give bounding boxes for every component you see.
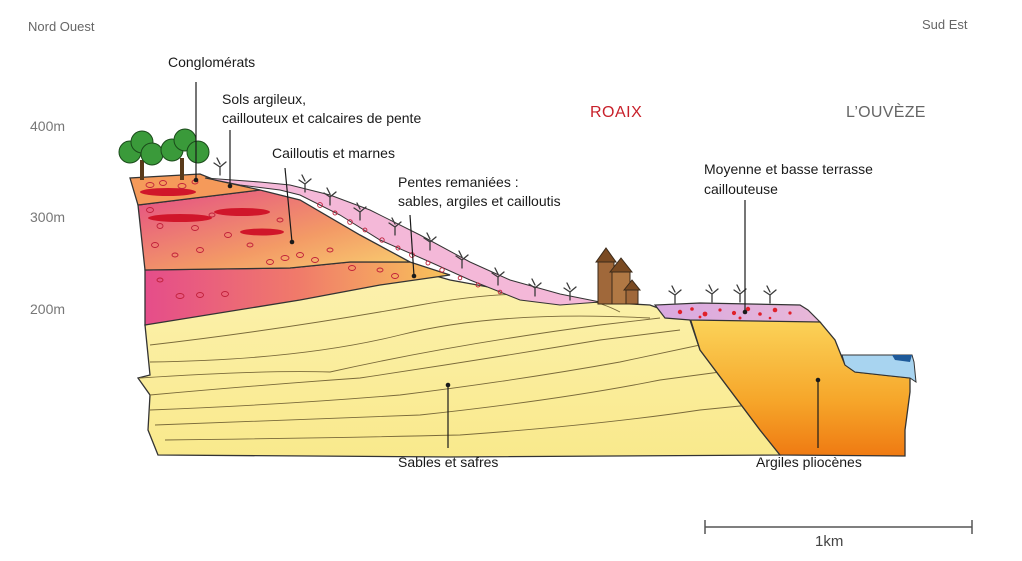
argiles-pliocenes-layer bbox=[689, 317, 911, 457]
pentes-remaniees-layer bbox=[204, 177, 601, 306]
terrace-gravels bbox=[677, 306, 792, 320]
slope-gravels bbox=[317, 202, 503, 295]
label-cailloutis: Cailloutis et marnes bbox=[272, 145, 395, 161]
label-sables: Sables et safres bbox=[398, 454, 499, 470]
place-roaix: ROAIX bbox=[590, 104, 643, 121]
elevation-300m: 300m bbox=[30, 209, 66, 225]
scale-bar bbox=[704, 520, 973, 534]
trees bbox=[118, 128, 210, 180]
orientation-right: Sud Est bbox=[922, 17, 968, 32]
sand-strata-lines bbox=[139, 293, 751, 441]
terrasse-layer bbox=[653, 302, 822, 323]
vines bbox=[213, 157, 777, 304]
label-terrasse-line1: Moyenne et basse terrasse bbox=[704, 161, 873, 177]
pebbles bbox=[145, 179, 399, 299]
label-pentes-line1: Pentes remaniées : bbox=[398, 174, 519, 190]
leader-dots bbox=[193, 177, 821, 388]
label-conglomerats: Conglomérats bbox=[168, 54, 256, 70]
scale-label: 1km bbox=[815, 533, 844, 550]
red-lenses bbox=[140, 188, 284, 236]
river-bank-shadow bbox=[892, 355, 912, 362]
leader-lines bbox=[195, 82, 819, 448]
roaix-castle bbox=[595, 247, 642, 305]
label-terrasse-line2: caillouteuse bbox=[704, 181, 778, 197]
label-sols-line2: caillouteux et calcaires de pente bbox=[222, 110, 422, 126]
label-pentes-line2: sables, argiles et cailloutis bbox=[398, 193, 561, 209]
elevation-400m: 400m bbox=[30, 118, 66, 134]
orientation-left: Nord Ouest bbox=[28, 19, 95, 34]
label-argiles: Argiles pliocènes bbox=[756, 454, 862, 470]
label-sols-line1: Sols argileux, bbox=[222, 91, 307, 107]
river-water bbox=[841, 354, 917, 384]
elevation-200m: 200m bbox=[30, 301, 66, 317]
place-ouveze: L’OUVÈZE bbox=[846, 104, 926, 121]
